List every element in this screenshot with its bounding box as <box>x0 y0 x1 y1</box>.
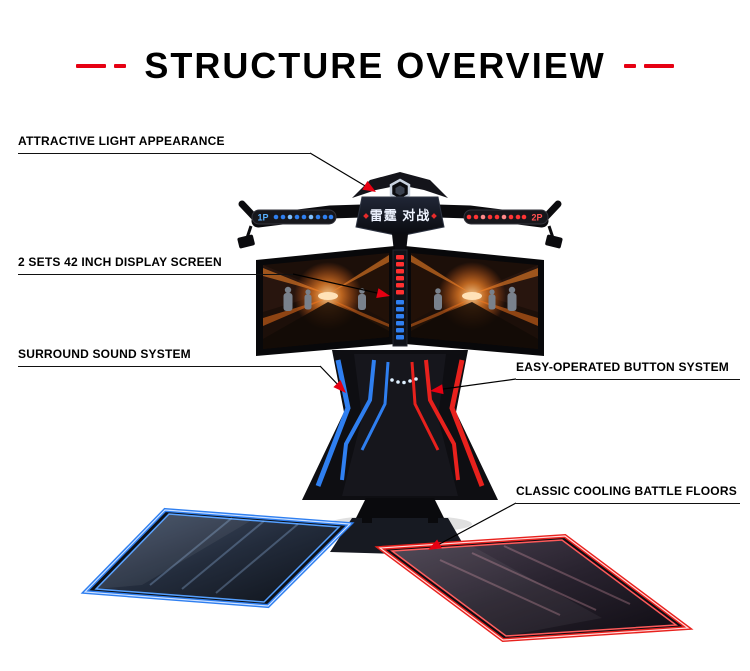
player1-label: 1P <box>257 213 268 223</box>
battle-floor-left <box>80 507 355 609</box>
player2-label: 2P <box>531 213 542 223</box>
blue-stripes <box>315 359 390 487</box>
arrow-screen <box>376 288 390 298</box>
title-dash-right <box>623 64 674 68</box>
page-header: STRUCTURE OVERVIEW <box>0 44 750 88</box>
callout-sound-system: SURROUND SOUND SYSTEM <box>18 347 320 367</box>
red-stripes <box>410 359 485 487</box>
callout-battle-floors: CLASSIC COOLING BATTLE FLOORS <box>516 484 740 504</box>
marquee-sign: 1P 2P <box>237 172 563 252</box>
tower-body <box>302 350 498 500</box>
page-title: STRUCTURE OVERVIEW <box>144 45 606 86</box>
spotlight-left-icon <box>237 225 255 249</box>
arrow-floors <box>428 539 442 550</box>
emblem-icon <box>352 172 448 202</box>
callout-lines <box>292 152 517 548</box>
arrow-sound <box>333 380 346 393</box>
marquee-text: 雷霆 对战 <box>370 208 431 223</box>
center-led-column <box>392 249 408 347</box>
marquee-panel: 雷霆 对战 <box>355 196 445 237</box>
callout-light-appearance: ATTRACTIVE LIGHT APPEARANCE <box>18 134 310 154</box>
led-strip-1p: 1P <box>251 209 337 225</box>
right-screen-content <box>411 253 538 349</box>
arrow-light <box>362 181 376 192</box>
callout-arrows <box>333 181 444 550</box>
callout-display-screen: 2 SETS 42 INCH DISPLAY SCREEN <box>18 255 293 275</box>
button-panel <box>390 377 418 385</box>
spotlight-right-icon <box>545 225 563 249</box>
led-strip-2p: 2P <box>463 209 549 225</box>
arrow-button <box>430 384 444 395</box>
title-dash-left <box>76 64 127 68</box>
battle-floor-right <box>374 533 694 643</box>
display-screens <box>256 246 544 356</box>
left-screen-content <box>263 253 389 349</box>
callout-button-system: EASY-OPERATED BUTTON SYSTEM <box>516 360 740 380</box>
